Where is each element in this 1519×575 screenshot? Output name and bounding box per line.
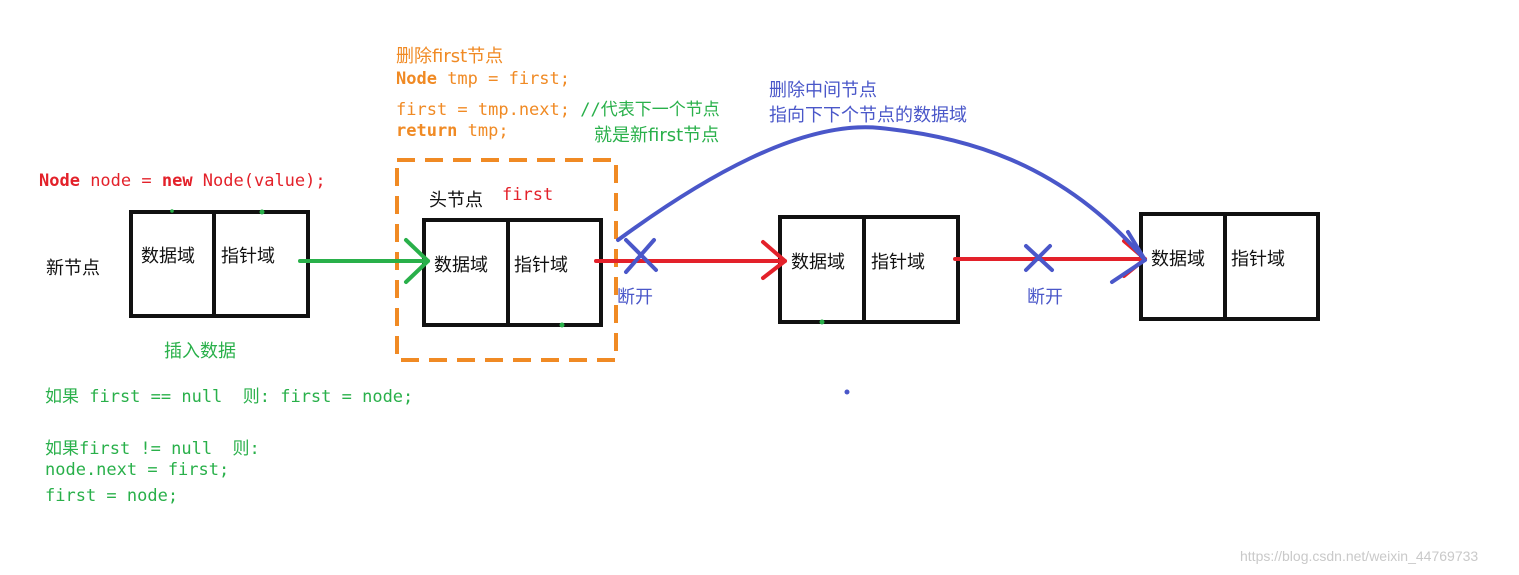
new-node-box (129, 210, 310, 318)
middle-node-data-field: 数据域 (791, 252, 845, 273)
delete-first-line2-comment: //代表下一个节点 (570, 100, 720, 120)
break-label-1: 断开 (617, 287, 653, 308)
delete-middle-line2: 指向下下个节点的数据域 (769, 105, 967, 126)
new-node-code-rest: Node(value); (192, 171, 326, 191)
head-node-data-field: 数据域 (434, 255, 488, 276)
head-node-var: first (502, 185, 554, 205)
delete-first-line3-rest: tmp; (457, 121, 509, 141)
last-node-pointer-field: 指针域 (1231, 249, 1285, 270)
middle-node-pointer-field: 指针域 (871, 252, 925, 273)
delete-middle-line1: 删除中间节点 (769, 80, 877, 101)
delete-first-line3-comment: 就是新first节点 (594, 125, 720, 146)
break-mark-2 (1024, 244, 1054, 272)
break-mark-1 (624, 238, 658, 274)
delete-first-line1-rest: tmp = first; (436, 69, 571, 89)
insert-logic-line3: node.next = first; (45, 460, 230, 480)
new-node-pointer-field: 指针域 (221, 246, 275, 267)
insert-logic-line1: 如果 first == null 则: first = node; (45, 387, 414, 407)
delete-first-line3-keyword: return (396, 121, 458, 141)
insert-arrow (298, 238, 430, 284)
stray-dots (170, 209, 850, 395)
delete-first-line3: return tmp; (396, 121, 509, 141)
middle-node-box (778, 215, 960, 324)
delete-first-line1: Node tmp = first; (396, 69, 570, 89)
break-label-2: 断开 (1027, 287, 1063, 308)
head-node-box (422, 218, 603, 327)
last-node-data-field: 数据域 (1151, 249, 1205, 270)
new-node-label: 新节点 (46, 258, 100, 279)
new-node-code-mid: node = (79, 171, 162, 191)
last-node-box (1139, 212, 1320, 321)
delete-first-title: 删除first节点 (396, 46, 504, 67)
new-node-data-field: 数据域 (141, 246, 195, 267)
new-node-code: Node node = new Node(value); (39, 171, 326, 191)
next-arrow-1 (594, 240, 787, 280)
new-node-code-kw2: new (161, 171, 193, 191)
head-node-pointer-field: 指针域 (514, 255, 568, 276)
watermark: https://blog.csdn.net/weixin_44769733 (1240, 548, 1479, 564)
new-node-code-kw1: Node (39, 171, 80, 191)
skip-arrow (616, 125, 1147, 284)
delete-first-line2: first = tmp.next; //代表下一个节点 (396, 95, 720, 120)
head-node-label: 头节点 (429, 190, 483, 211)
insert-logic-line4: first = node; (45, 486, 179, 506)
insert-logic-line2: 如果first != null 则: (45, 439, 260, 459)
delete-first-line1-keyword: Node (396, 69, 437, 89)
delete-first-line2-code: first = tmp.next; (396, 100, 570, 120)
insert-label: 插入数据 (164, 341, 236, 362)
